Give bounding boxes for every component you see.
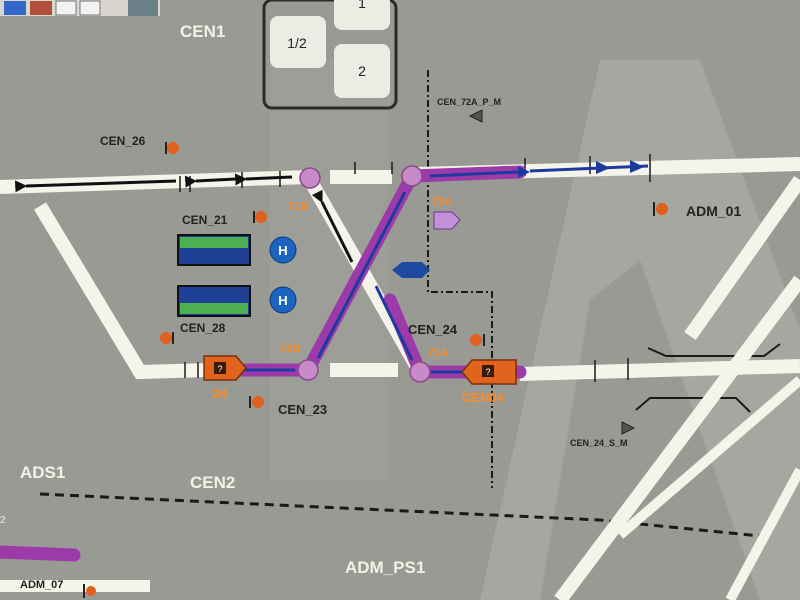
h-marker[interactable] <box>269 236 297 264</box>
keypad-button-2-label: 2 <box>358 63 366 79</box>
h-marker[interactable] <box>269 286 297 314</box>
signal-adm-01[interactable] <box>653 202 668 216</box>
signal-cen-28[interactable] <box>160 332 174 344</box>
train-24-badge: ? <box>217 364 222 374</box>
area-label-adm-ps1: ADM_PS1 <box>345 558 425 577</box>
signal-label-cen-24-s-m: CEN_24_S_M <box>570 438 628 448</box>
signal-cen-24[interactable] <box>470 334 485 346</box>
signal-cen-23[interactable] <box>249 396 264 408</box>
diamond-marker[interactable] <box>392 262 430 278</box>
train-24[interactable]: ? <box>203 355 247 381</box>
keypad-button-2[interactable] <box>334 44 390 98</box>
signal-label-cen-28: CEN_28 <box>180 321 226 335</box>
signal-cen-26[interactable] <box>165 142 179 154</box>
shunt-marker-cen-24-s-m[interactable] <box>621 421 636 435</box>
background-watermark <box>270 60 800 600</box>
point-node-72b[interactable] <box>297 359 319 381</box>
signal-label-cen-23: CEN_23 <box>278 402 327 417</box>
keypad-button-1-label: 1 <box>358 0 366 11</box>
train-cen04-label: CEN04 <box>462 390 505 405</box>
h-marker-label: H <box>278 293 287 308</box>
briefcase-icon[interactable] <box>30 1 52 15</box>
signal-label-cen-72a-p-m: CEN_72A_P_M <box>437 97 501 107</box>
point-nodes <box>297 165 431 383</box>
point-label-71b: 71B <box>288 201 308 213</box>
document-icon[interactable] <box>79 0 101 16</box>
toolbar <box>0 0 160 16</box>
signal-label-cen-24: CEN_24 <box>408 322 458 337</box>
keypad-button-half[interactable] <box>270 16 326 68</box>
point-label-71a: 71A <box>428 347 448 359</box>
signals: CEN_26 CEN_21 CEN_28 CEN_23 CEN_24 ADM_0… <box>20 97 741 598</box>
area-label-ads1: ADS1 <box>20 463 65 482</box>
shunt-marker-cen-72a-p-m[interactable] <box>468 109 483 123</box>
point-node-72a[interactable] <box>401 165 423 187</box>
panel-icon[interactable] <box>128 0 158 16</box>
traffic-direction-arrows <box>15 173 354 263</box>
signal-label-adm-01: ADM_01 <box>686 203 741 219</box>
signal-label-adm-07: ADM_07 <box>20 579 63 591</box>
train-cen04-badge: ? <box>485 367 490 377</box>
area-label-cen2: CEN2 <box>190 473 235 492</box>
signal-label-cen-26: CEN_26 <box>100 134 146 148</box>
point-labels: 71B 72A 72B 71A <box>280 196 452 359</box>
document-icon[interactable] <box>55 0 77 16</box>
point-indicator-72a[interactable] <box>433 211 461 230</box>
users-icon[interactable] <box>4 1 26 15</box>
train-24-label: 24 <box>213 386 228 401</box>
point-label-72b: 72B <box>280 343 300 355</box>
h-marker-label: H <box>278 243 287 258</box>
signal-adm-07[interactable] <box>83 584 96 598</box>
train-cen04[interactable]: ? <box>461 359 517 385</box>
signal-label-cen-21: CEN_21 <box>182 213 228 227</box>
point-label-72a: 72A <box>432 196 452 208</box>
keypad-panel: 1 1/2 2 <box>262 0 398 110</box>
area-label-cen1: CEN1 <box>180 22 225 41</box>
h-markers: H H <box>269 236 297 314</box>
signal-cen-21[interactable] <box>253 211 267 223</box>
point-node-71a[interactable] <box>409 361 431 383</box>
point-node-71b[interactable] <box>299 167 321 189</box>
stabling-blocks <box>177 234 251 317</box>
keypad-button-1[interactable] <box>334 0 390 30</box>
side-number: 2 <box>0 515 6 526</box>
keypad-button-half-label: 1/2 <box>287 35 307 51</box>
